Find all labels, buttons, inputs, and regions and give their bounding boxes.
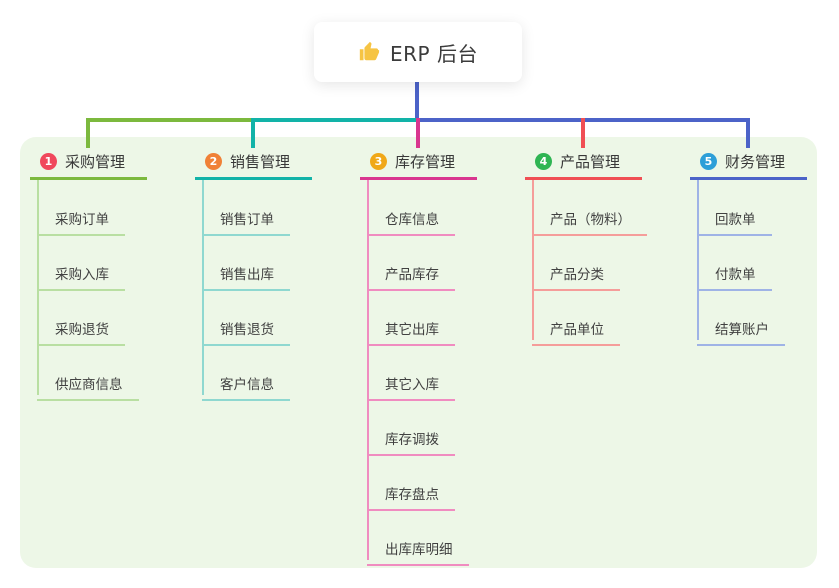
connector-drop-line — [251, 118, 255, 148]
connector-bus-line — [251, 118, 420, 122]
leaf-node[interactable]: 库存盘点 — [367, 473, 455, 511]
leaf-node[interactable]: 销售退货 — [202, 308, 290, 346]
connector-drop-line — [416, 118, 420, 148]
leaf-node[interactable]: 产品库存 — [367, 253, 455, 291]
leaf-node[interactable]: 产品（物料） — [532, 198, 647, 236]
leaf-node[interactable]: 客户信息 — [202, 363, 290, 401]
branch-node-2[interactable]: 2 销售管理 — [195, 145, 312, 180]
root-node-label: ERP 后台 — [390, 41, 478, 66]
leaf-node[interactable]: 付款单 — [697, 253, 772, 291]
leaf-node[interactable]: 其它出库 — [367, 308, 455, 346]
connector-drop-line — [581, 118, 585, 148]
branch-node-5[interactable]: 5 财务管理 — [690, 145, 807, 180]
leaf-node[interactable]: 库存调拨 — [367, 418, 455, 456]
leaf-node[interactable]: 供应商信息 — [37, 363, 139, 401]
leaf-node[interactable]: 回款单 — [697, 198, 772, 236]
branch-connector-line — [532, 180, 534, 340]
leaf-node[interactable]: 销售出库 — [202, 253, 290, 291]
branch-badge: 3 — [370, 152, 387, 170]
branch-badge: 1 — [40, 152, 57, 170]
leaf-node[interactable]: 其它入库 — [367, 363, 455, 401]
mindmap-panel — [20, 137, 817, 568]
branch-connector-line — [697, 180, 699, 340]
connector-trunk-line — [415, 82, 419, 120]
leaf-node[interactable]: 结算账户 — [697, 308, 785, 346]
branch-label: 产品管理 — [560, 152, 621, 171]
branch-label: 库存管理 — [395, 152, 456, 171]
leaf-node[interactable]: 产品分类 — [532, 253, 620, 291]
branch-label: 采购管理 — [65, 152, 126, 171]
leaf-node[interactable]: 产品单位 — [532, 308, 620, 346]
branch-node-3[interactable]: 3 库存管理 — [360, 145, 477, 180]
leaf-node[interactable]: 仓库信息 — [367, 198, 455, 236]
leaf-node[interactable]: 采购订单 — [37, 198, 125, 236]
branch-node-4[interactable]: 4 产品管理 — [525, 145, 642, 180]
branch-badge: 5 — [700, 152, 717, 170]
leaf-node[interactable]: 采购入库 — [37, 253, 125, 291]
root-node[interactable]: ERP 后台 — [314, 22, 522, 82]
connector-drop-line — [86, 118, 90, 148]
leaf-node[interactable]: 采购退货 — [37, 308, 125, 346]
branch-badge: 4 — [535, 152, 552, 170]
branch-node-1[interactable]: 1 采购管理 — [30, 145, 147, 180]
branch-connector-line — [37, 180, 39, 395]
branch-badge: 2 — [205, 152, 222, 170]
branch-connector-line — [202, 180, 204, 395]
leaf-node[interactable]: 销售订单 — [202, 198, 290, 236]
thumbs-up-icon — [358, 41, 380, 63]
leaf-node[interactable]: 出库库明细 — [367, 528, 469, 566]
connector-drop-line — [746, 118, 750, 148]
branch-connector-line — [367, 180, 369, 560]
branch-label: 财务管理 — [725, 152, 786, 171]
branch-label: 销售管理 — [230, 152, 291, 171]
connector-bus-line — [86, 118, 255, 122]
